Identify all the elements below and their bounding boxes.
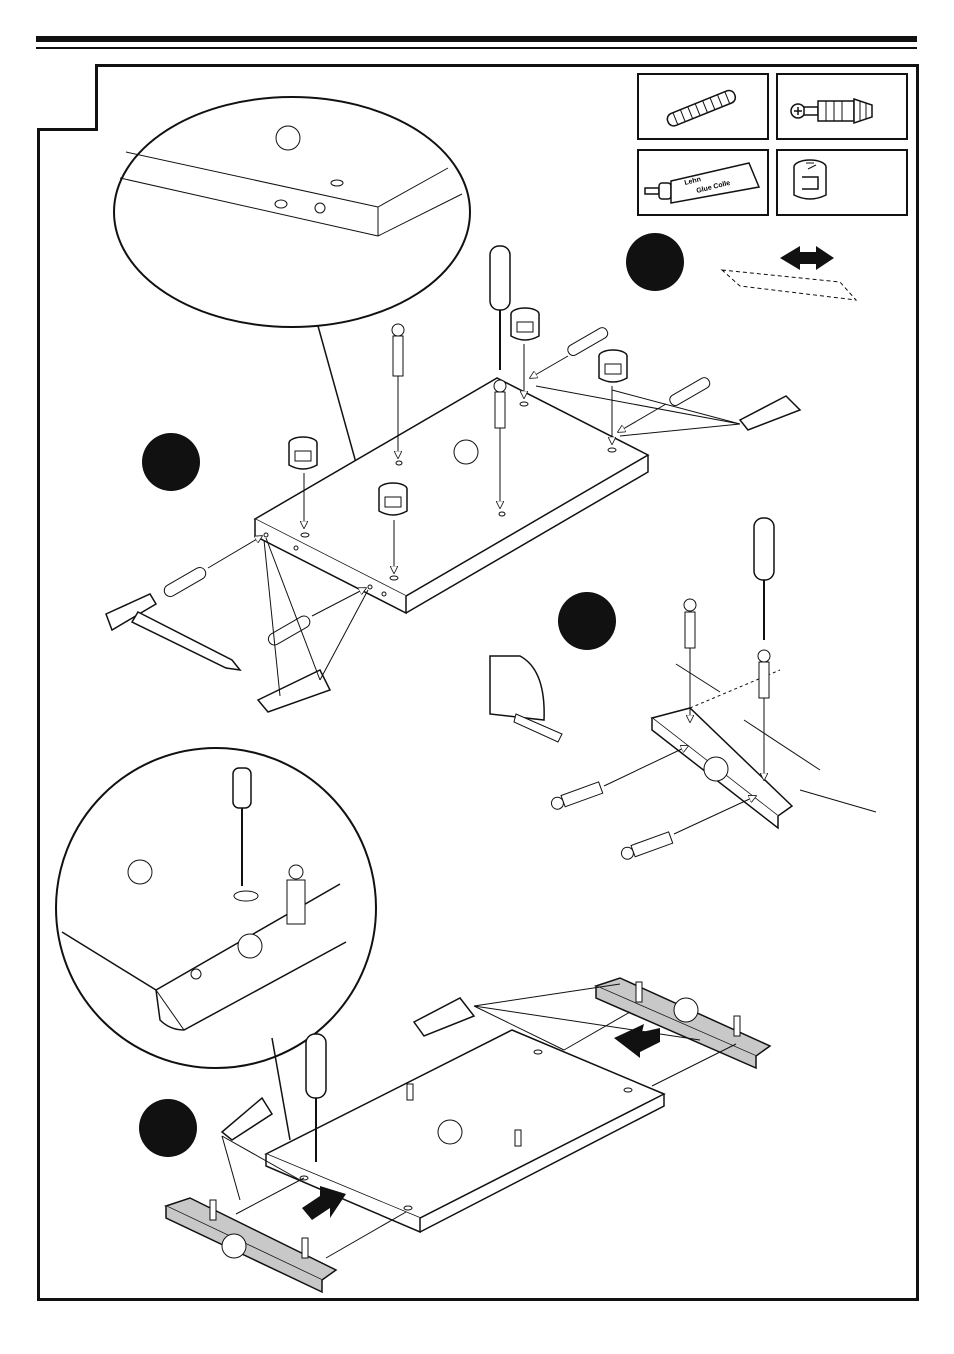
cam-bolt-icon xyxy=(790,97,873,125)
part-box-dowel xyxy=(637,73,769,140)
header-rule-thin xyxy=(36,47,917,49)
part-box-glue: Lehn Glue Colle xyxy=(637,149,769,216)
glue-brand-text: Lehn xyxy=(684,176,702,187)
dowel-icon xyxy=(666,89,737,127)
step-number-box xyxy=(37,64,98,131)
instruction-frame xyxy=(37,64,919,1301)
part-box-cam-bolt xyxy=(776,73,908,140)
part-box-cam-lock xyxy=(776,149,908,216)
glue-tube-icon: Lehn Glue Colle xyxy=(644,162,761,204)
header-rule-thick xyxy=(36,36,917,42)
cam-lock-icon xyxy=(793,159,827,200)
